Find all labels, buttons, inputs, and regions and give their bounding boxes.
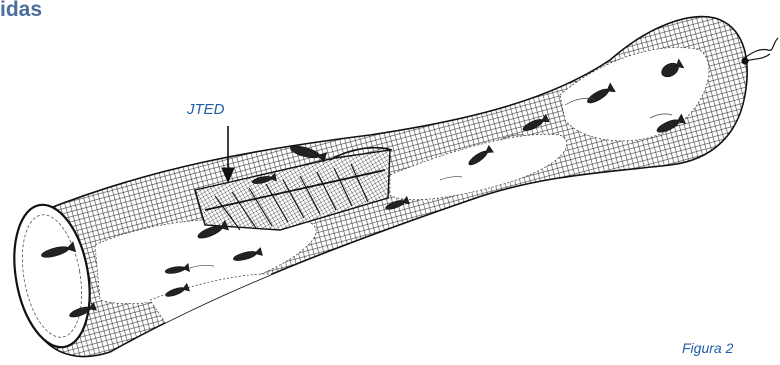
codend-rope bbox=[742, 38, 778, 64]
